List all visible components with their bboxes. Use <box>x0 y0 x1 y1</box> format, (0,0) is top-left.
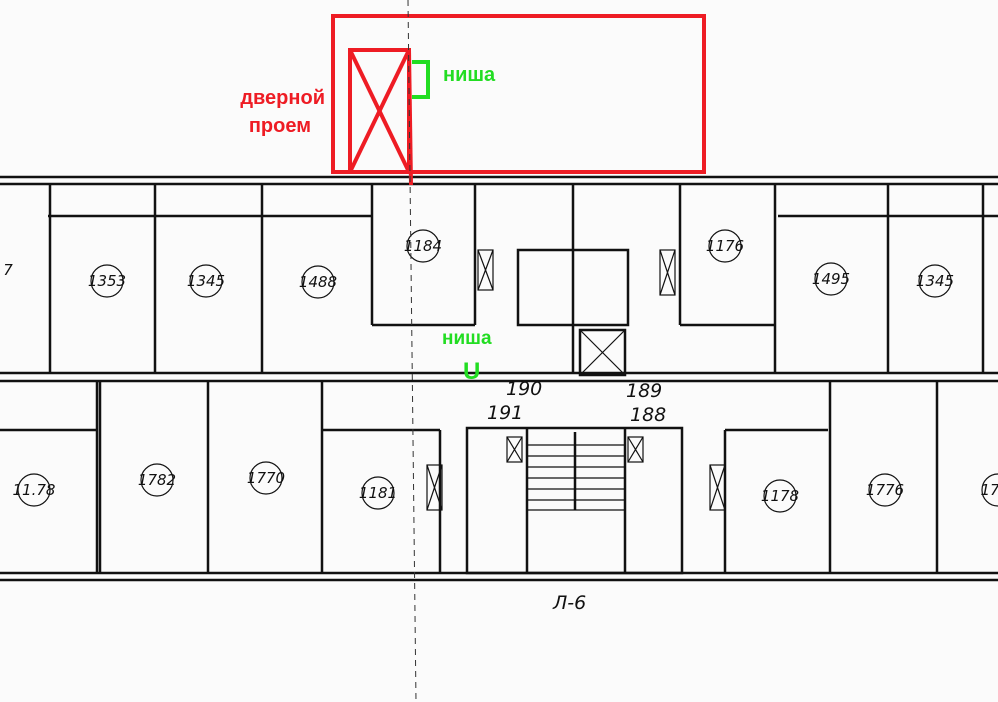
door-opening-annotation <box>331 14 706 186</box>
walls <box>0 175 998 582</box>
room-area-label: 1353 <box>88 272 126 290</box>
stair-treads <box>527 444 625 511</box>
room-circles <box>17 229 998 513</box>
niche-bracket <box>412 60 430 99</box>
room-area-label: 1184 <box>404 237 442 255</box>
room-area-label: 11.78 <box>13 481 56 499</box>
edge-label: 7 <box>3 261 13 279</box>
axis-label: Л-6 <box>553 592 587 614</box>
niche-symbol: U <box>463 358 481 385</box>
room-area-label: 1181 <box>359 484 397 502</box>
room-area-label: 1495 <box>812 270 850 288</box>
niche-label-corridor: ниша <box>442 328 492 349</box>
room-numbers: 1353 1345 1488 1184 1176 1495 1345 11.78… <box>3 237 998 505</box>
room-area-label: 1345 <box>916 272 954 290</box>
door-opening-label-line: дверной <box>240 87 325 109</box>
stair-mark: 191 <box>487 402 524 424</box>
door-opening-label: дверной проем <box>220 84 325 140</box>
room-area-label: 17 <box>980 481 998 499</box>
stair-mark: 188 <box>630 404 667 426</box>
stair-mark: 189 <box>626 380 663 402</box>
door-opening-label-line: проем <box>248 115 311 137</box>
axis-line <box>407 0 417 702</box>
room-area-label: 1770 <box>247 469 285 487</box>
ventilation-shafts <box>426 249 726 511</box>
room-area-label: 1345 <box>187 272 225 290</box>
room-area-label: 1176 <box>706 237 744 255</box>
stair-mark: 190 <box>506 378 543 400</box>
room-area-label: 1776 <box>866 481 904 499</box>
room-area-label: 1782 <box>138 471 176 489</box>
room-area-label: 1178 <box>761 487 799 505</box>
niche-label-top: ниша <box>443 64 496 86</box>
room-area-label: 1488 <box>299 273 337 291</box>
